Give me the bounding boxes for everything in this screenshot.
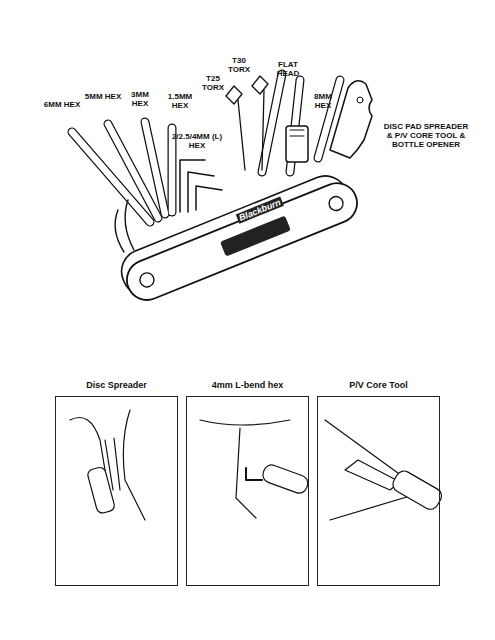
example-panel: P/V Core Tool bbox=[317, 396, 440, 586]
tool-label: 6MM HEX bbox=[42, 100, 82, 109]
tool-label: 3MM HEX bbox=[122, 90, 158, 108]
tool-label: 1.5MM HEX bbox=[160, 92, 200, 110]
tool-label: T25 TORX bbox=[196, 74, 230, 92]
example-panel: 4mm L-bend hex bbox=[186, 396, 309, 586]
example-panel: Disc Spreader bbox=[55, 396, 178, 586]
panel-heading: 4mm L-bend hex bbox=[187, 380, 308, 390]
tool-label: DISC PAD SPREADER & P/V CORE TOOL & BOTT… bbox=[380, 122, 472, 149]
tool-label: FLAT HEAD bbox=[270, 60, 306, 78]
tool-label: T30 TORX bbox=[222, 56, 256, 74]
panel-heading: P/V Core Tool bbox=[318, 380, 439, 390]
tool-label: 2/2.5/4MM (L) HEX bbox=[168, 132, 226, 150]
tool-label: 5MM HEX bbox=[84, 92, 122, 101]
panel-heading: Disc Spreader bbox=[56, 380, 177, 390]
tool-label: 8MM HEX bbox=[306, 92, 340, 110]
